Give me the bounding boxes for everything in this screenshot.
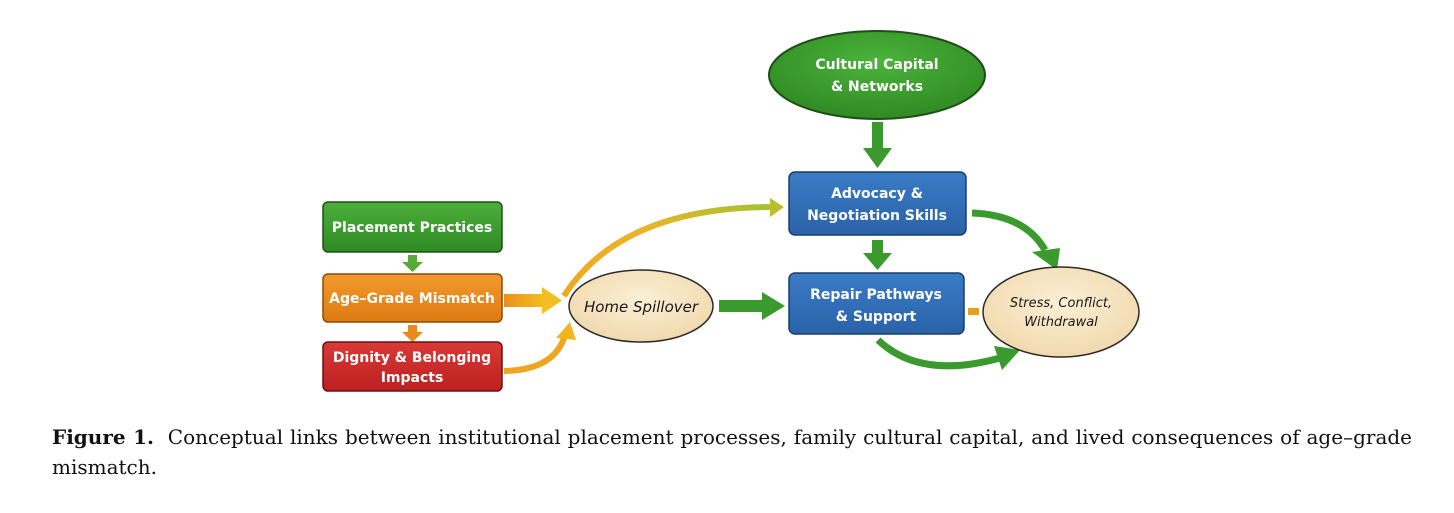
node-cultural-capital-line-2: & Networks xyxy=(831,79,923,95)
node-placement-line-1: Placement Practices xyxy=(332,220,492,236)
node-stress-line-1: Stress, Conflict, xyxy=(1010,296,1112,311)
node-repair: Repair Pathways & Support xyxy=(788,272,965,335)
arrow-advocacy-to-stress xyxy=(971,209,1060,270)
node-advocacy: Advocacy & Negotiation Skills xyxy=(788,171,967,236)
arrow-cultural-to-advocacy xyxy=(863,122,892,168)
arrow-dignity-to-home-spillover xyxy=(503,322,576,374)
arrow-home-spillover-to-advocacy xyxy=(561,198,784,298)
node-age-grade-line-1: Age–Grade Mismatch xyxy=(329,291,495,307)
node-dignity-belonging: Dignity & Belonging Impacts xyxy=(322,341,503,392)
node-dignity-line-1: Dignity & Belonging xyxy=(333,350,491,366)
arrow-placement-to-age-grade xyxy=(402,255,423,272)
conceptual-diagram: Cultural Capital & Networks Advocacy & N… xyxy=(322,30,1140,392)
node-dignity-line-2: Impacts xyxy=(381,370,444,386)
node-cultural-capital-line-1: Cultural Capital xyxy=(815,57,938,73)
node-repair-line-2: & Support xyxy=(836,309,917,325)
node-placement-practices: Placement Practices xyxy=(322,201,503,253)
figure-caption: Figure 1. Conceptual links between insti… xyxy=(52,422,1412,482)
node-home-spillover-line-1: Home Spillover xyxy=(584,298,699,316)
node-age-grade-mismatch: Age–Grade Mismatch xyxy=(322,273,503,323)
node-stress-line-2: Withdrawal xyxy=(1024,315,1098,330)
connector-repair-to-stress xyxy=(968,308,979,315)
arrow-advocacy-to-repair xyxy=(863,240,892,270)
arrow-home-spillover-to-repair xyxy=(719,292,785,320)
node-repair-line-1: Repair Pathways xyxy=(810,287,942,303)
arrow-age-grade-to-home-spillover xyxy=(504,287,562,314)
node-cultural-capital: Cultural Capital & Networks xyxy=(768,30,986,120)
node-home-spillover: Home Spillover xyxy=(568,269,714,343)
node-advocacy-line-2: Negotiation Skills xyxy=(807,208,947,224)
arrow-repair-to-stress-curve xyxy=(875,337,1020,370)
node-advocacy-line-1: Advocacy & xyxy=(831,186,923,202)
node-stress-conflict-withdrawal: Stress, Conflict, Withdrawal xyxy=(982,266,1140,358)
arrow-age-grade-to-dignity xyxy=(402,325,423,342)
figure-label: Figure 1. xyxy=(52,425,154,449)
figure-caption-text: Conceptual links between institutional p… xyxy=(52,425,1412,479)
